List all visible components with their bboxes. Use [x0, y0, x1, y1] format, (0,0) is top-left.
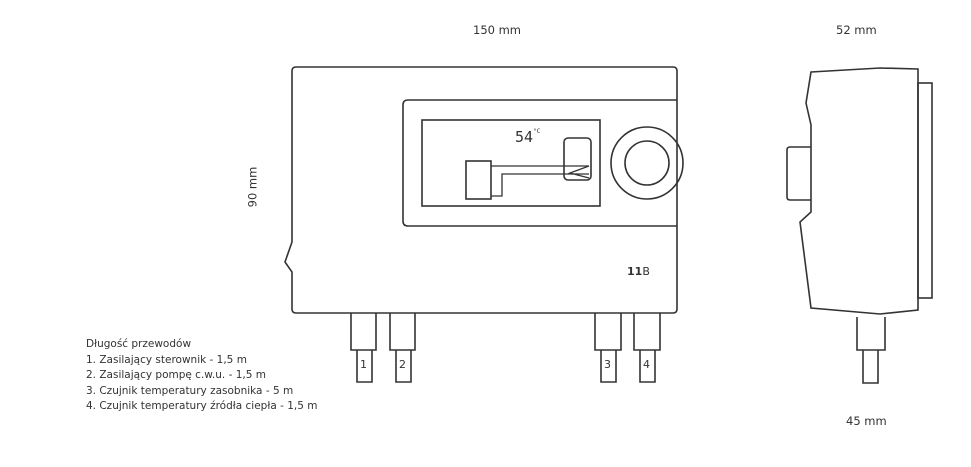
model-number: 11 — [627, 265, 643, 278]
cable-number-4: 4 — [643, 358, 650, 371]
legend-title: Długość przewodów — [86, 338, 192, 350]
legend-item: 4. Czujnik temperatury źródła ciepła - 1… — [86, 400, 318, 412]
lcd-tank-icon — [563, 137, 592, 181]
legend-item: 1. Zasilający sterownik - 1,5 m — [86, 353, 247, 366]
cable-number-2: 2 — [399, 358, 406, 371]
lcd-temperature-value: 54 — [515, 128, 534, 146]
lcd-temperature-unit: °C — [533, 128, 541, 135]
cable-3 — [594, 313, 622, 383]
front-cables — [350, 313, 661, 383]
model-letter: B — [642, 265, 650, 278]
cable-2 — [389, 313, 416, 383]
cable-length-legend: Długość przewodów 1. Zasilający sterowni… — [86, 337, 318, 415]
model-label: 11B — [627, 265, 650, 278]
lcd-screen — [421, 119, 601, 207]
control-knob-outer — [610, 126, 684, 200]
side-housing — [799, 67, 919, 315]
lcd-boiler-icon — [465, 160, 492, 200]
front-housing — [284, 66, 678, 314]
cable-depth-dimension: 45 mm — [846, 414, 887, 428]
cable-4 — [633, 313, 661, 383]
legend-item: 2. Zasilający pompę c.w.u. - 1,5 m — [86, 369, 266, 381]
cable-number-3: 3 — [604, 358, 611, 371]
front-view — [284, 66, 684, 383]
depth-dimension: 52 mm — [836, 23, 877, 37]
lcd-temperature: 54°C — [515, 128, 540, 146]
display-panel — [402, 99, 677, 227]
legend-item: 3. Czujnik temperatury zasobnika - 5 m — [86, 384, 294, 397]
control-knob-inner — [624, 140, 670, 186]
height-dimension: 90 mm — [245, 166, 260, 208]
side-knob — [786, 146, 811, 201]
width-dimension: 150 mm — [473, 23, 522, 37]
side-cable — [856, 317, 886, 384]
side-back-plate — [917, 82, 933, 299]
cable-number-1: 1 — [360, 358, 367, 371]
lcd-pipe-icon — [491, 165, 590, 197]
side-view — [786, 67, 933, 384]
cable-1 — [350, 313, 377, 383]
